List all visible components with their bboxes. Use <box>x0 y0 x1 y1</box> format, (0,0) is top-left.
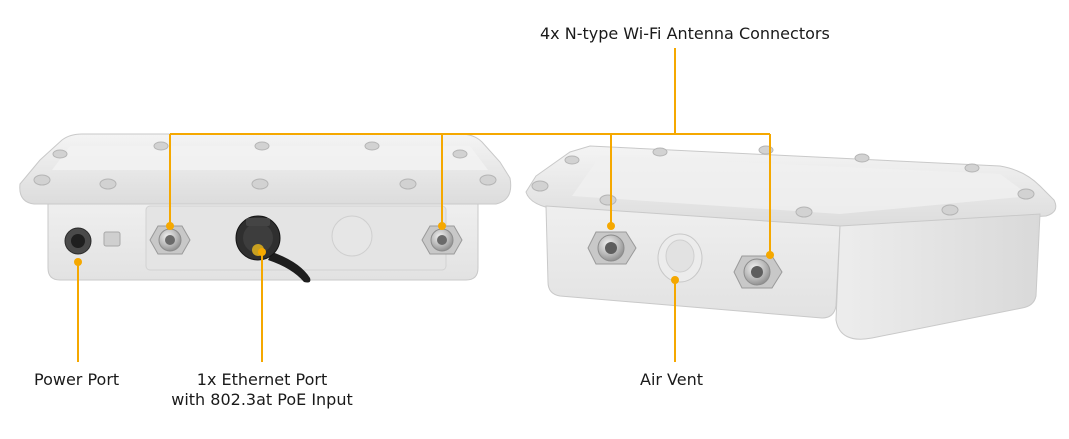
ethernet-port-label: 1x Ethernet Port with 802.3at PoE Input <box>162 370 362 410</box>
antenna-connector-right-1 <box>587 231 637 265</box>
power-port-label: Power Port <box>34 370 120 389</box>
antenna-connector-left-1 <box>149 225 191 255</box>
power-port-connector <box>64 227 121 255</box>
left-device-front-view <box>19 133 512 283</box>
right-device-angled-view <box>525 145 1057 340</box>
antenna-connectors-label: 4x N-type Wi-Fi Antenna Connectors <box>540 24 830 43</box>
antenna-connector-left-2 <box>421 225 463 255</box>
air-vent <box>657 233 703 283</box>
air-vent-label: Air Vent <box>640 370 704 389</box>
callout-lines <box>77 48 771 362</box>
callout-dots <box>74 222 774 284</box>
ethernet-port-label-line2: with 802.3at PoE Input <box>171 390 353 409</box>
ethernet-port-gland <box>235 215 311 283</box>
ethernet-port-label-line1: 1x Ethernet Port <box>196 370 328 389</box>
antenna-connector-right-2 <box>733 255 783 289</box>
